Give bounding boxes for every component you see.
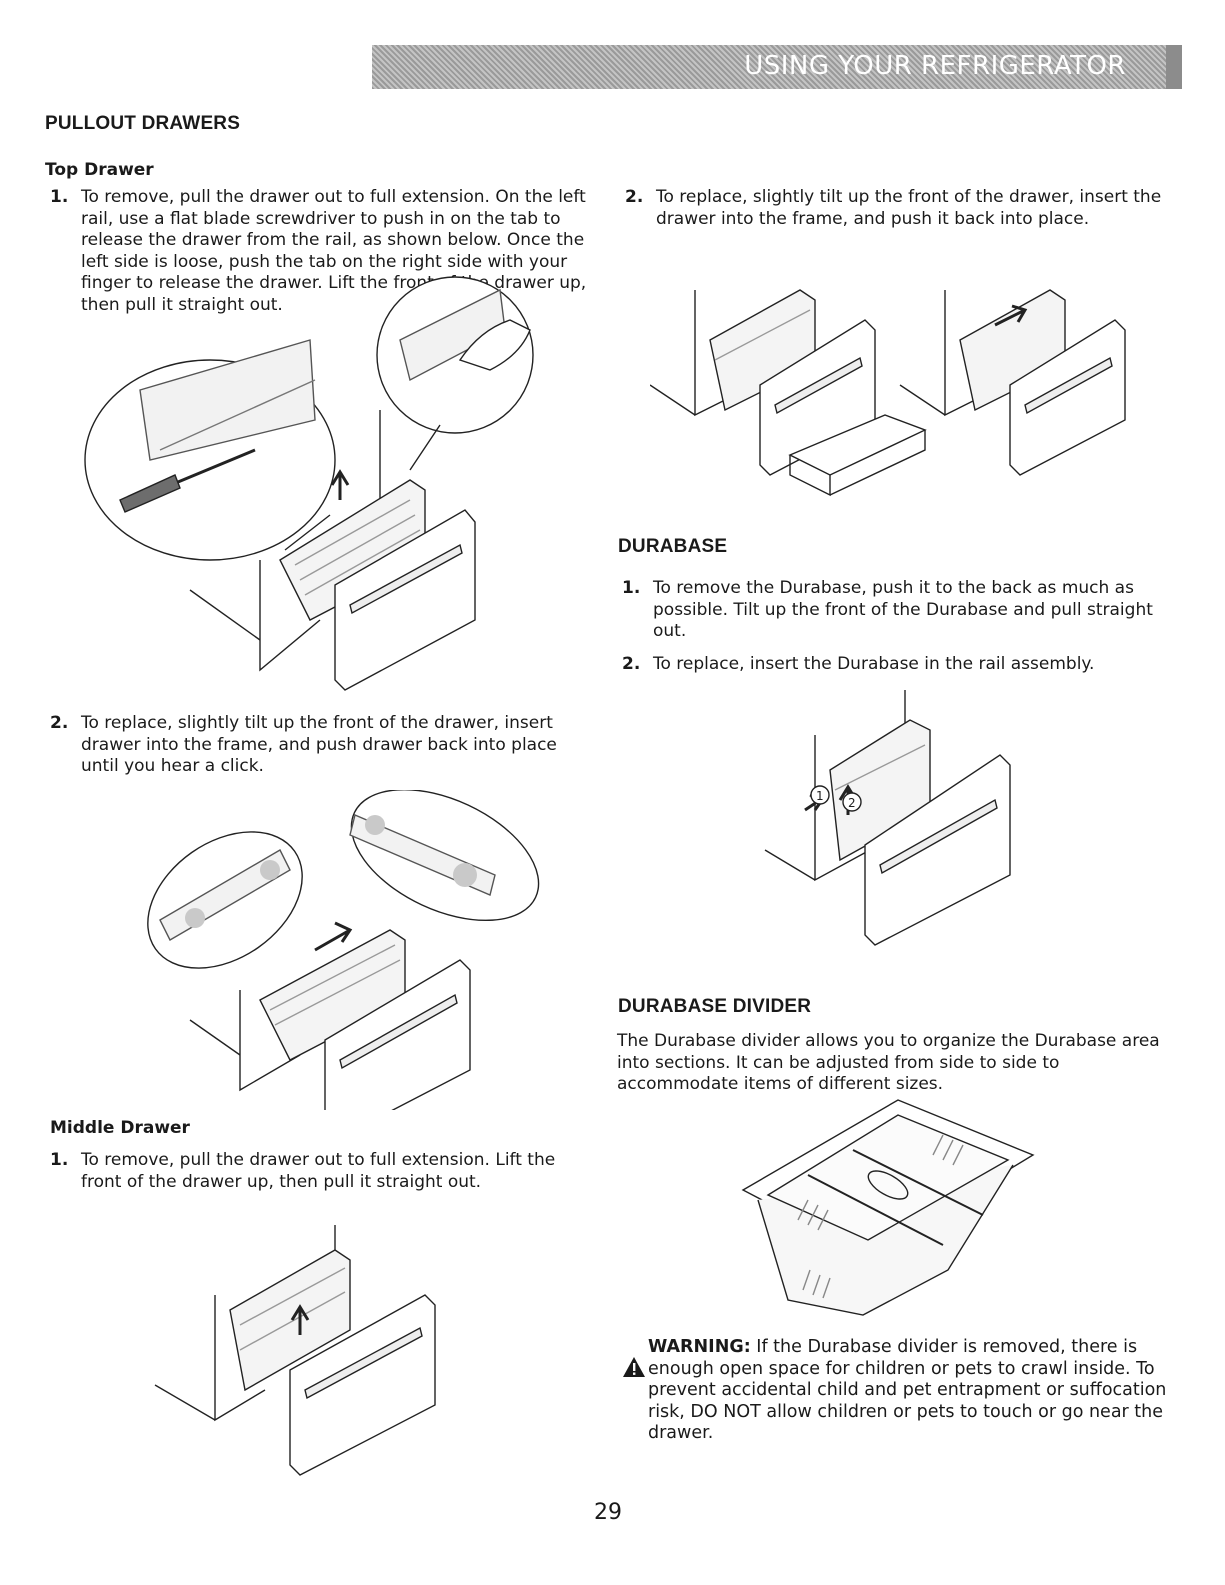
- step-number: 1.: [50, 1150, 69, 1170]
- callout-1: 1: [816, 789, 824, 803]
- figure-durabase-removal: 1 2: [760, 690, 1020, 980]
- warning-label: WARNING:: [648, 1337, 751, 1357]
- step-text: To replace, insert the Durabase in the r…: [653, 654, 1095, 674]
- replace-step-2: 2. To replace, slightly tilt up the fron…: [625, 187, 1170, 230]
- figure-drawer-replace: [650, 280, 1130, 510]
- step-number: 1.: [622, 578, 641, 598]
- step-text: To replace, slightly tilt up the front o…: [656, 187, 1162, 229]
- warning-icon: [622, 1356, 646, 1382]
- middle-drawer-step-1: 1. To remove, pull the drawer out to ful…: [50, 1150, 595, 1193]
- figure-middle-drawer-removal: [150, 1220, 450, 1480]
- warning-block: WARNING: If the Durabase divider is remo…: [648, 1337, 1168, 1445]
- subheading-middle-drawer: Middle Drawer: [50, 1118, 190, 1138]
- step-text: To remove, pull the drawer out to full e…: [81, 1150, 556, 1192]
- callout-2: 2: [848, 796, 856, 810]
- section-title-durabase-divider: DURABASE DIVIDER: [618, 996, 812, 1017]
- header-title: USING YOUR REFRIGERATOR: [744, 51, 1126, 81]
- page-number: 29: [594, 1500, 622, 1525]
- step-number: 1.: [50, 187, 69, 207]
- warning-text: If the Durabase divider is removed, ther…: [648, 1337, 1167, 1443]
- subheading-top-drawer: Top Drawer: [45, 160, 154, 180]
- figure-top-drawer-removal: [80, 260, 560, 692]
- section-title-pullout-drawers: PULLOUT DRAWERS: [45, 113, 241, 134]
- figure-durabase-divider: [738, 1090, 1038, 1325]
- step-number: 2.: [50, 713, 69, 733]
- header-bar: USING YOUR REFRIGERATOR: [372, 45, 1182, 89]
- step-number: 2.: [622, 654, 641, 674]
- figure-top-drawer-replacement: [140, 790, 560, 1110]
- durabase-step-2: 2. To replace, insert the Durabase in th…: [622, 654, 1167, 676]
- section-title-durabase: DURABASE: [618, 536, 728, 557]
- durabase-step-1: 1. To remove the Durabase, push it to th…: [622, 578, 1167, 643]
- step-text: To replace, slightly tilt up the front o…: [81, 713, 557, 776]
- durabase-divider-description: The Durabase divider allows you to organ…: [617, 1031, 1160, 1094]
- step-number: 2.: [625, 187, 644, 207]
- step-text: To remove the Durabase, push it to the b…: [653, 578, 1153, 641]
- top-drawer-step-2: 2. To replace, slightly tilt up the fron…: [50, 713, 595, 778]
